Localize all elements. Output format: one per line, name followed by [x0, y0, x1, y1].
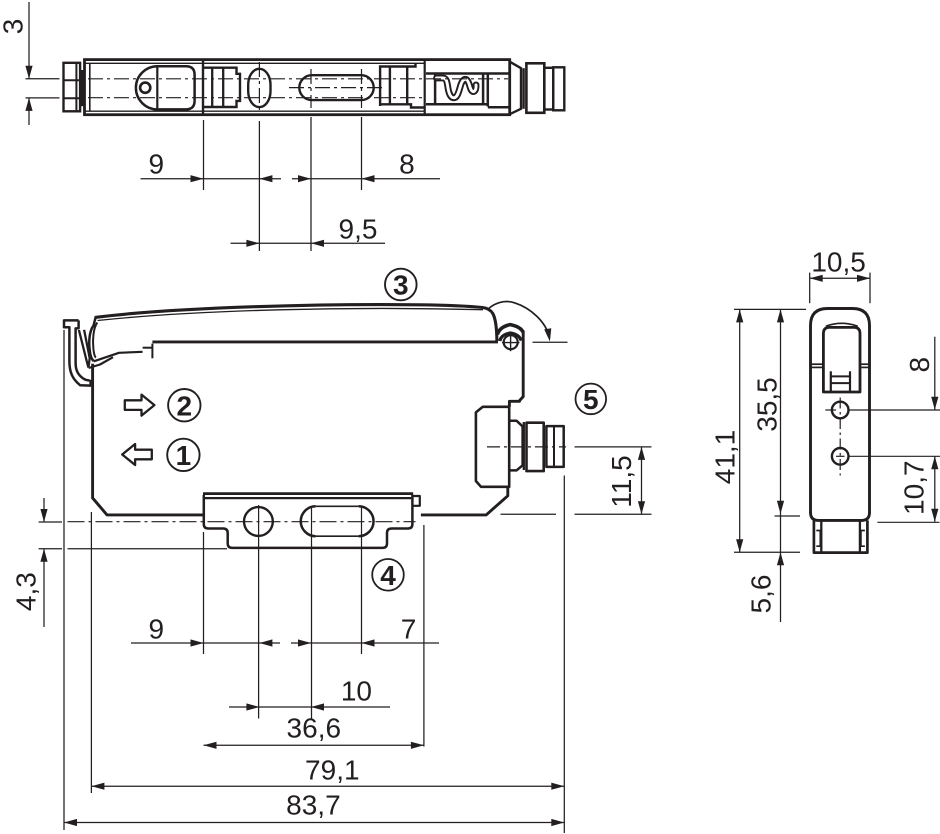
- svg-text:9: 9: [149, 613, 165, 644]
- svg-text:9,5: 9,5: [339, 214, 378, 245]
- svg-text:3: 3: [0, 19, 29, 35]
- svg-text:1: 1: [176, 440, 192, 471]
- svg-text:83,7: 83,7: [286, 790, 341, 821]
- svg-text:3: 3: [393, 270, 409, 301]
- svg-text:9: 9: [149, 149, 165, 180]
- svg-text:8: 8: [904, 357, 935, 373]
- svg-text:10,7: 10,7: [899, 460, 930, 515]
- svg-text:5,6: 5,6: [746, 575, 777, 614]
- svg-text:79,1: 79,1: [305, 754, 360, 785]
- svg-text:10: 10: [341, 676, 372, 707]
- svg-text:4: 4: [380, 560, 396, 591]
- svg-text:11,5: 11,5: [606, 455, 637, 507]
- svg-text:41,1: 41,1: [710, 430, 741, 485]
- svg-text:5: 5: [583, 384, 599, 415]
- svg-text:4,3: 4,3: [11, 572, 42, 611]
- svg-text:36,6: 36,6: [287, 712, 342, 743]
- svg-text:10,5: 10,5: [811, 246, 866, 277]
- svg-text:35,5: 35,5: [752, 377, 783, 432]
- svg-text:8: 8: [399, 149, 415, 180]
- svg-text:7: 7: [401, 613, 417, 644]
- svg-text:2: 2: [177, 390, 193, 421]
